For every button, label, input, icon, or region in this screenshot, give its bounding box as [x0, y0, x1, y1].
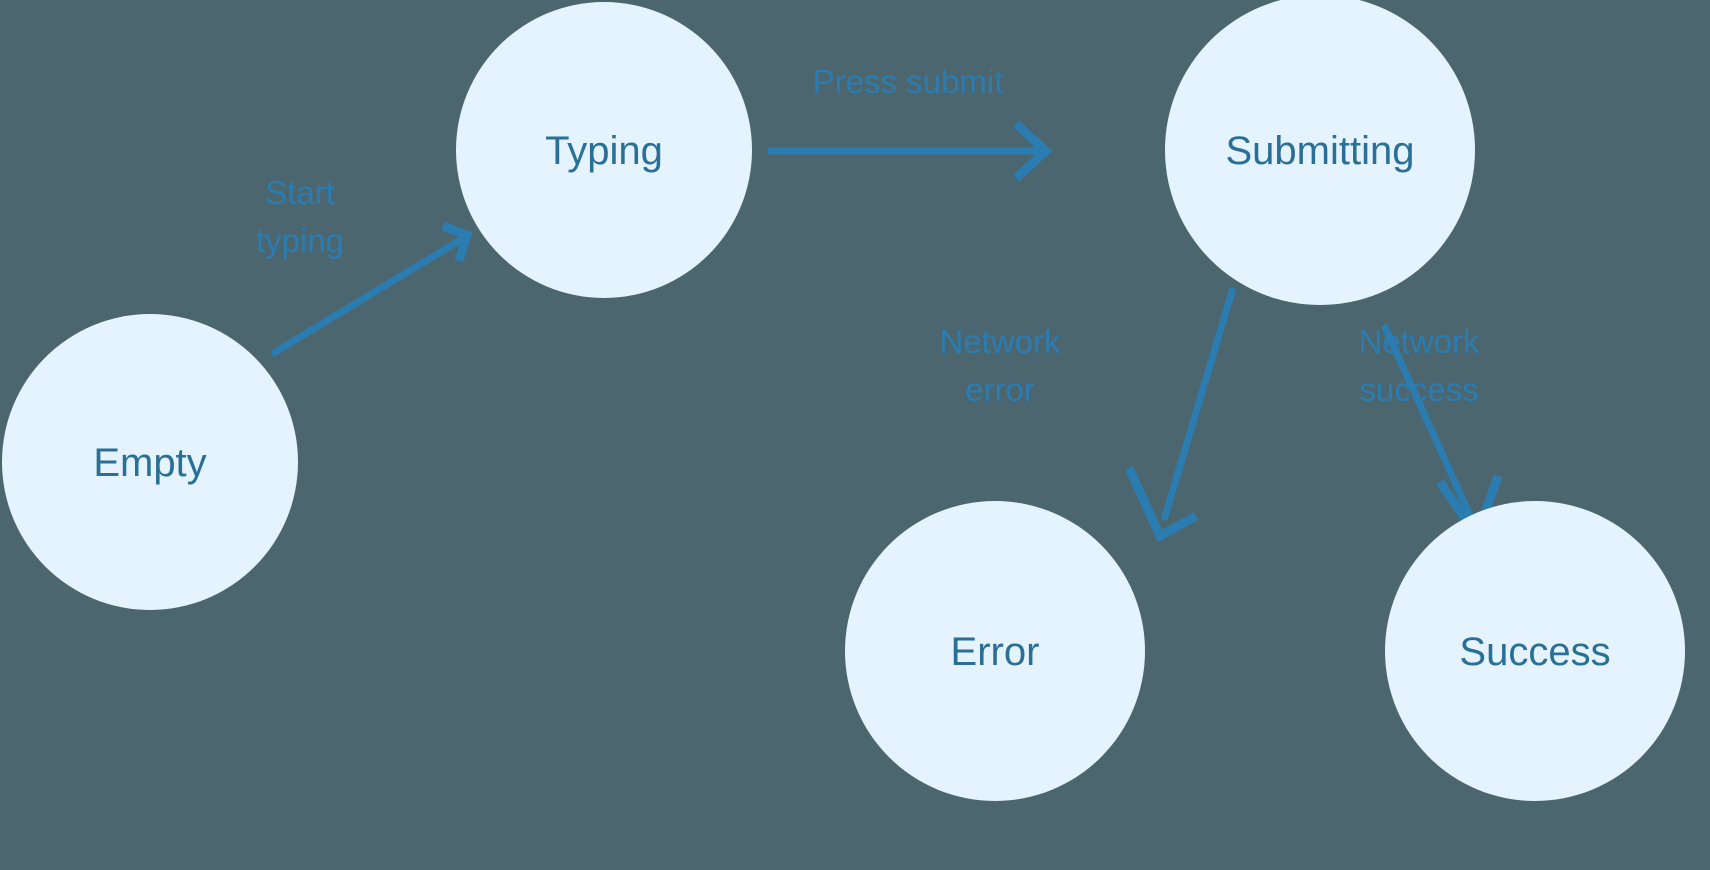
edge-submitting-to-success-line — [1380, 323, 1476, 522]
state-node-typing-circle[interactable] — [456, 2, 752, 298]
state-node-typing-label: Typing — [545, 129, 663, 173]
edge-typing-to-submitting: Press submit — [768, 63, 1053, 182]
state-node-empty-circle[interactable] — [2, 314, 298, 610]
edge-submitting-to-success-label-line-2: success — [1359, 371, 1478, 408]
state-node-success-label: Success — [1459, 630, 1610, 674]
state-node-submitting-label: Submitting — [1226, 129, 1415, 173]
state-node-empty[interactable]: Empty — [2, 314, 298, 610]
edge-submitting-to-error-label-line-1: Network — [939, 323, 1061, 360]
edge-submitting-to-success-label-line-1: Network — [1358, 323, 1480, 360]
state-node-error[interactable]: Error — [845, 501, 1145, 801]
edge-empty-to-typing-line — [270, 236, 464, 357]
edge-submitting-to-error-label-line-2: error — [965, 371, 1035, 408]
state-node-submitting-circle[interactable] — [1165, 0, 1475, 305]
edge-submitting-to-success: Network success — [1358, 323, 1503, 546]
state-node-success-circle[interactable] — [1385, 501, 1685, 801]
edge-submitting-to-error-line — [1160, 287, 1237, 521]
edge-typing-to-submitting-arrowhead — [1012, 120, 1053, 182]
edge-submitting-to-error-arrowhead — [1124, 466, 1199, 543]
edge-submitting-to-error: Network error — [939, 287, 1237, 543]
state-node-empty-label: Empty — [93, 441, 206, 485]
edge-empty-to-typing: Start typing — [256, 174, 473, 357]
edge-empty-to-typing-label-line-2: typing — [256, 222, 344, 259]
state-node-submitting[interactable]: Submitting — [1165, 0, 1475, 305]
edge-empty-to-typing-label-line-1: Start — [265, 174, 335, 211]
state-node-success[interactable]: Success — [1385, 501, 1685, 801]
edge-typing-to-submitting-label-line-1: Press submit — [813, 63, 1004, 100]
state-node-typing[interactable]: Typing — [456, 2, 752, 298]
state-node-error-label: Error — [951, 630, 1040, 674]
state-node-error-circle[interactable] — [845, 501, 1145, 801]
edge-empty-to-typing-arrowhead — [441, 221, 473, 263]
